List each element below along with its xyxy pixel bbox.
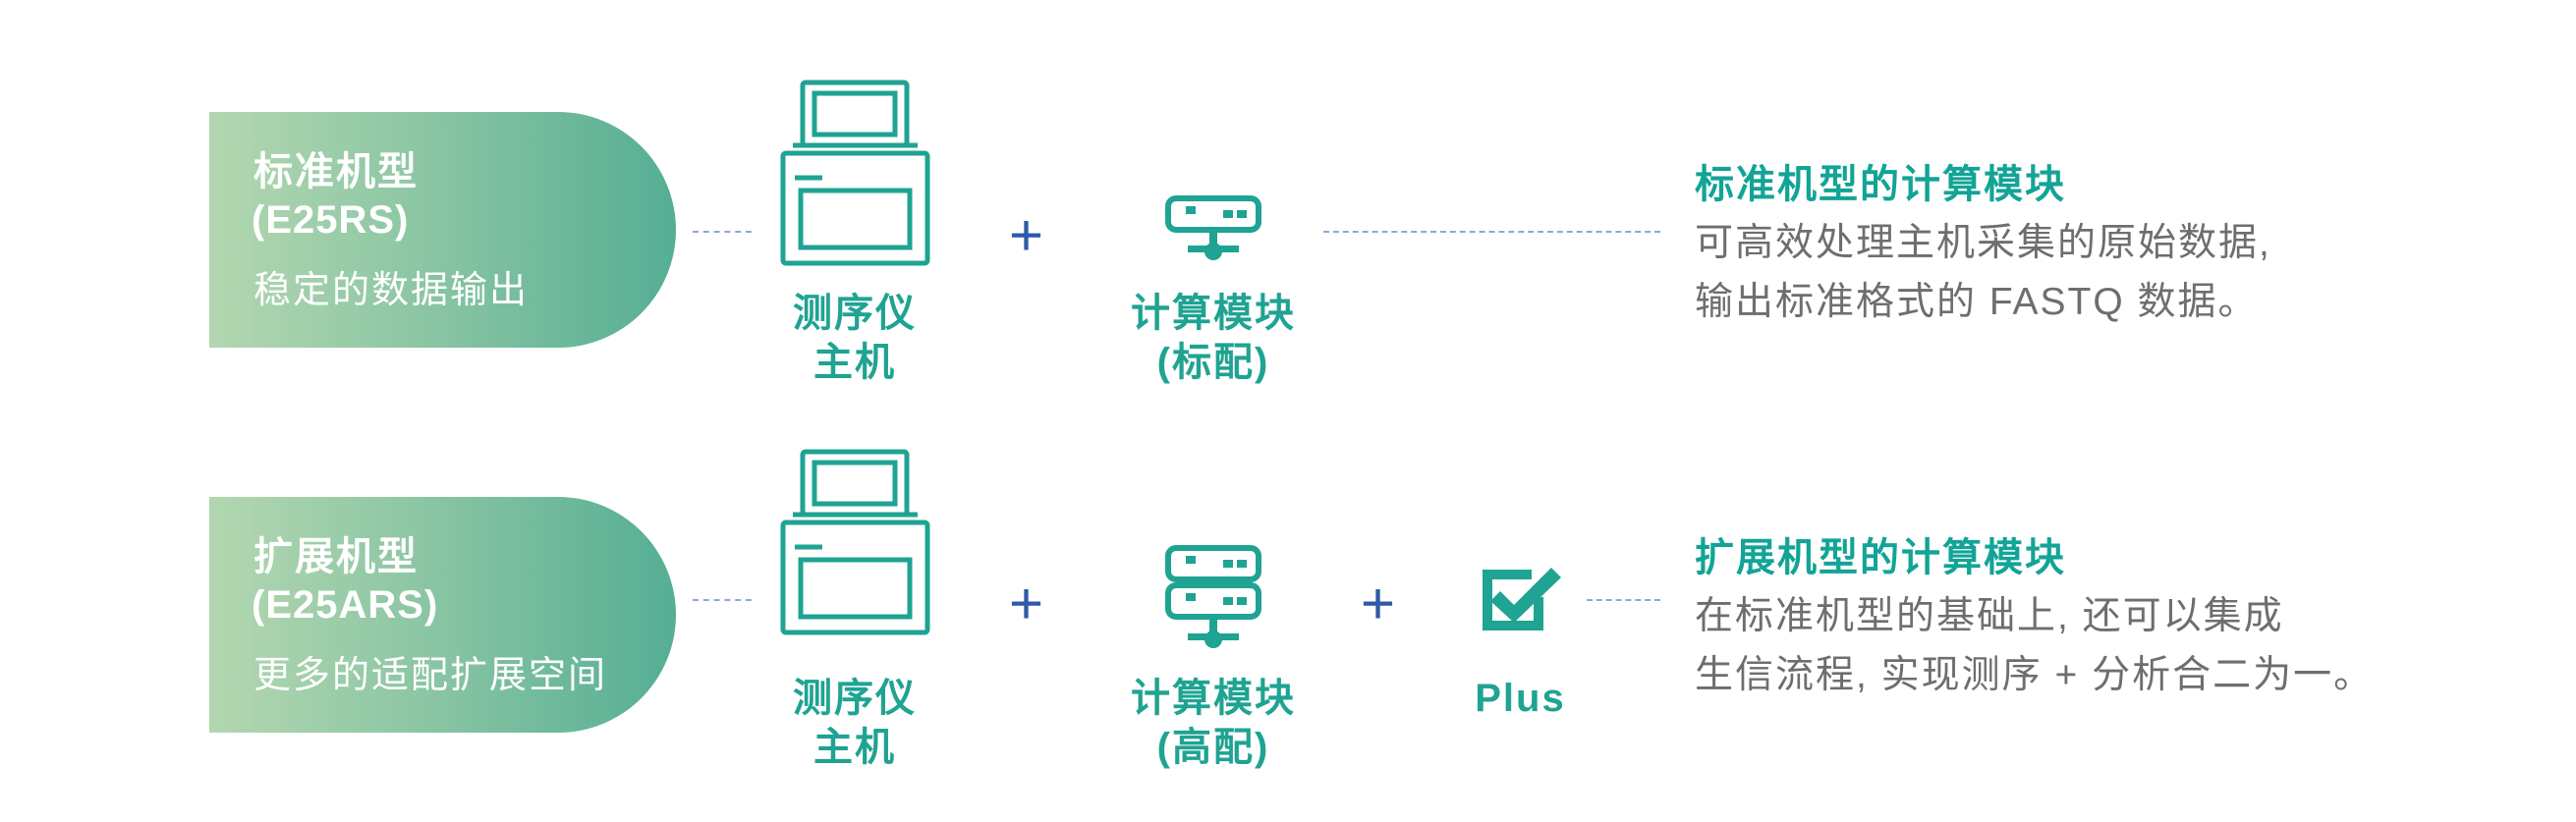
sequencer-host-icon bbox=[780, 80, 930, 266]
output-line1: 在标准机型的基础上, 还可以集成 bbox=[1695, 595, 2284, 637]
sequencer-label-line1: 测序仪 bbox=[793, 677, 917, 720]
sequencer-label: 测序仪 主机 bbox=[771, 289, 938, 387]
compute-label: 计算模块 (标配) bbox=[1120, 289, 1307, 387]
pill-title: 标准机型 bbox=[253, 150, 419, 193]
sequencer-host-icon bbox=[780, 449, 930, 635]
compute-label-line1: 计算模块 bbox=[1131, 292, 1296, 335]
sequencer-label-line1: 测序仪 bbox=[793, 292, 917, 335]
standard-model-pill: 标准机型 (E25RS) 稳定的数据输出 bbox=[209, 112, 676, 348]
pill-model-code: (E25ARS) bbox=[252, 583, 439, 627]
connector-dash-long bbox=[1323, 231, 1660, 233]
plus-sign: + bbox=[1009, 202, 1044, 268]
compute-label-line1: 计算模块 bbox=[1131, 677, 1296, 720]
compute-label: 计算模块 (高配) bbox=[1120, 674, 1307, 772]
sequencer-label-line2: 主机 bbox=[813, 726, 896, 769]
output-title: 标准机型的计算模块 bbox=[1695, 163, 2066, 206]
checkbox-check-icon bbox=[1483, 568, 1561, 630]
compute-label-line2: (高配) bbox=[1156, 726, 1270, 769]
extended-model-pill: 扩展机型 (E25ARS) 更多的适配扩展空间 bbox=[209, 497, 676, 733]
output-title: 扩展机型的计算模块 bbox=[1695, 536, 2066, 579]
connector-dash bbox=[693, 599, 752, 601]
extended-model-row: 扩展机型 (E25ARS) 更多的适配扩展空间 测序仪 主机 + bbox=[0, 449, 2576, 769]
plus-sign: + bbox=[1009, 571, 1044, 636]
plus-sign-2: + bbox=[1361, 571, 1396, 636]
sequencer-label: 测序仪 主机 bbox=[771, 674, 938, 772]
pill-title: 扩展机型 bbox=[253, 535, 419, 578]
compute-label-line2: (标配) bbox=[1156, 341, 1270, 384]
connector-dash bbox=[693, 231, 752, 233]
pill-model-code: (E25RS) bbox=[252, 198, 410, 242]
output-line2: 生信流程, 实现测序 + 分析合二为一。 bbox=[1695, 654, 2375, 696]
standard-model-row: 标准机型 (E25RS) 稳定的数据输出 测序仪 主机 + 计算模块 (标配) bbox=[0, 79, 2576, 384]
compute-module-single-icon bbox=[1165, 195, 1261, 260]
compute-module-double-icon bbox=[1165, 545, 1261, 648]
pill-description: 更多的适配扩展空间 bbox=[253, 655, 608, 696]
pill-description: 稳定的数据输出 bbox=[253, 270, 530, 311]
connector-dash bbox=[1587, 599, 1660, 601]
output-line2: 输出标准格式的 FASTQ 数据。 bbox=[1695, 281, 2259, 323]
sequencer-label-line2: 主机 bbox=[813, 341, 896, 384]
plus-label: Plus bbox=[1475, 677, 1566, 720]
output-line1: 可高效处理主机采集的原始数据, bbox=[1695, 222, 2271, 264]
